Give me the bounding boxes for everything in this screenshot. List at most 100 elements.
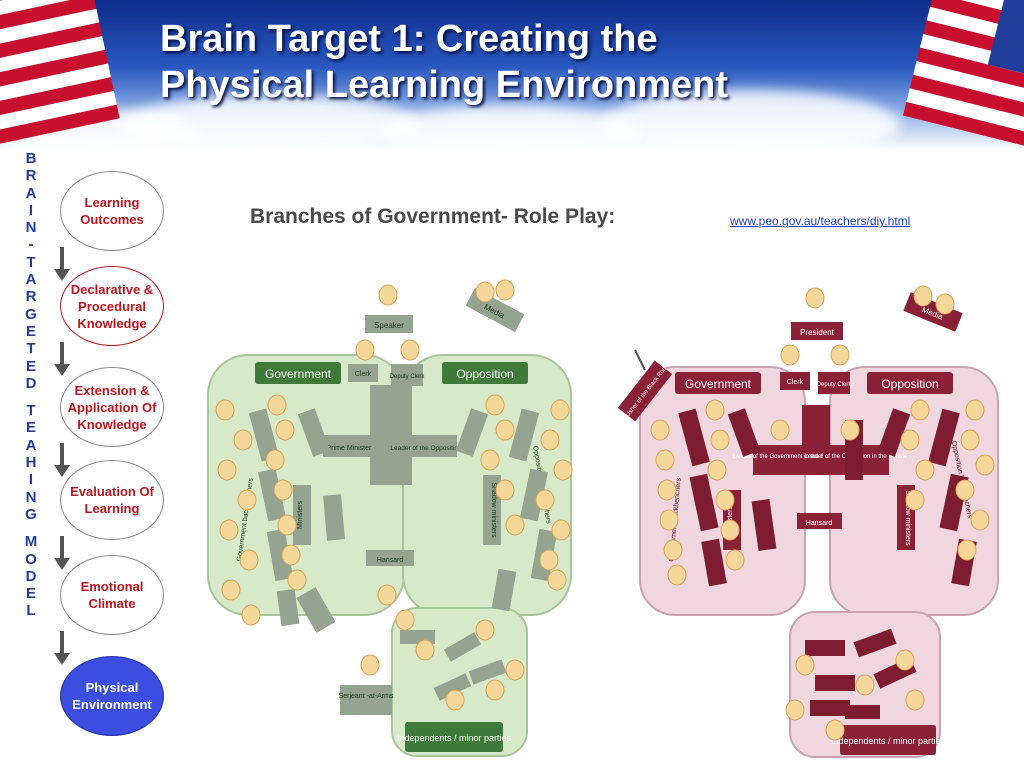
vertical-letter: T [26,402,36,420]
person-figure-icon [273,479,293,501]
person-figure-icon [780,344,800,366]
model-step[interactable]: Declarative & Procedural Knowledge [60,266,164,346]
person-figure-icon [281,544,301,566]
house-of-representatives-diagram: Government Opposition Speaker Media Cler… [207,279,573,757]
model-step[interactable]: Evaluation Of Learning [60,460,164,540]
down-arrow-icon [54,631,70,667]
person-figure-icon [539,549,559,571]
government-label: Government [265,367,332,381]
person-figure-icon [360,654,380,676]
senate-member-figures [650,285,995,741]
section-heading: Branches of Government- Role Play: [250,205,616,228]
resource-link[interactable]: www.peo.gov.au/teachers/diy.html [730,214,911,228]
person-figure-icon [720,519,740,541]
person-figure-icon [795,654,815,676]
member-desk [296,587,336,633]
vertical-letter: T [26,253,36,271]
person-figure-icon [657,479,677,501]
senate-opposition-label: Opposition [881,377,938,391]
person-figure-icon [395,609,415,631]
member-desk [815,675,855,691]
person-figure-icon [237,489,257,511]
vertical-letter: D [25,374,37,392]
member-desk [805,640,845,656]
member-desk [468,659,507,685]
member-desk [689,473,719,532]
person-figure-icon [705,399,725,421]
member-desk [701,538,727,587]
vertical-letter: L [26,602,36,620]
person-figure-icon [495,279,515,301]
house-member-desks [248,408,558,701]
vertical-letter: I [28,201,34,219]
speaker-chair [365,315,413,333]
ministers-label: Ministers [297,501,304,530]
person-figure-icon [551,519,571,541]
government-label-box [255,362,341,384]
vertical-letter-gap [20,523,42,533]
model-step[interactable]: Emotional Climate [60,555,164,635]
member-desk [810,700,850,716]
person-figure-icon [913,285,933,307]
person-figure-icon [655,449,675,471]
member-desk [455,408,489,457]
model-step[interactable]: Extension & Application Of Knowledge [60,367,164,447]
person-figure-icon [547,569,567,591]
person-figure-icon [475,619,495,641]
senate-government-label: Government [685,377,752,391]
usher-desk [617,360,673,422]
person-figure-icon [650,419,670,441]
person-figure-icon [495,479,515,501]
senate-hansard-desk [797,513,842,529]
member-desk [508,408,540,462]
deputy-clerk-label: Deputy Clerk [390,374,426,380]
down-arrow-icon [54,443,70,479]
vertical-letter: D [25,567,37,585]
person-figure-icon [960,429,980,451]
person-figure-icon [415,639,435,661]
member-desk [727,408,761,457]
title-line-2: Physical Learning Environment [160,64,729,106]
vertical-letter: R [25,167,37,185]
vertical-letter: E [25,322,36,340]
person-figure-icon [667,564,687,586]
person-figure-icon [540,429,560,451]
person-figure-icon [215,399,235,421]
person-figure-icon [955,479,975,501]
down-arrow-icon [54,536,70,572]
person-figure-icon [241,604,261,626]
vertical-letter: B [25,150,37,167]
ministers-bench [293,485,311,545]
model-step[interactable]: Physical Environment [60,656,164,736]
member-desk [519,468,549,522]
person-figure-icon [287,569,307,591]
senate-clerk-label: Clerk [787,379,804,386]
deputy-clerk-desk [391,364,423,386]
member-desk [678,408,710,467]
person-figure-icon [400,339,420,361]
model-step[interactable]: Learning Outcomes [60,171,164,251]
flag-right-decoration [892,0,1024,150]
header-banner: Brain Target 1: Creating the Physical Le… [0,0,1024,150]
president-label: President [800,328,835,337]
member-desk [751,498,777,552]
person-figure-icon [495,419,515,441]
member-desk [877,408,911,457]
person-figure-icon [830,344,850,366]
vertical-letter: I [28,471,34,489]
person-figure-icon [710,429,730,451]
down-arrow-icon [54,342,70,378]
person-figure-icon [715,489,735,511]
hansard-desk [366,550,414,566]
member-desk [323,494,345,541]
member-desk [443,632,482,662]
person-figure-icon [553,459,573,481]
vertical-letter: E [25,357,36,375]
member-desk [297,408,331,457]
person-figure-icon [725,549,745,571]
person-figure-icon [975,454,995,476]
leader-opposition-label: Leader of the Opposition [390,445,462,452]
member-desk [928,408,960,467]
person-figure-icon [475,281,495,303]
person-figure-icon [805,287,825,309]
